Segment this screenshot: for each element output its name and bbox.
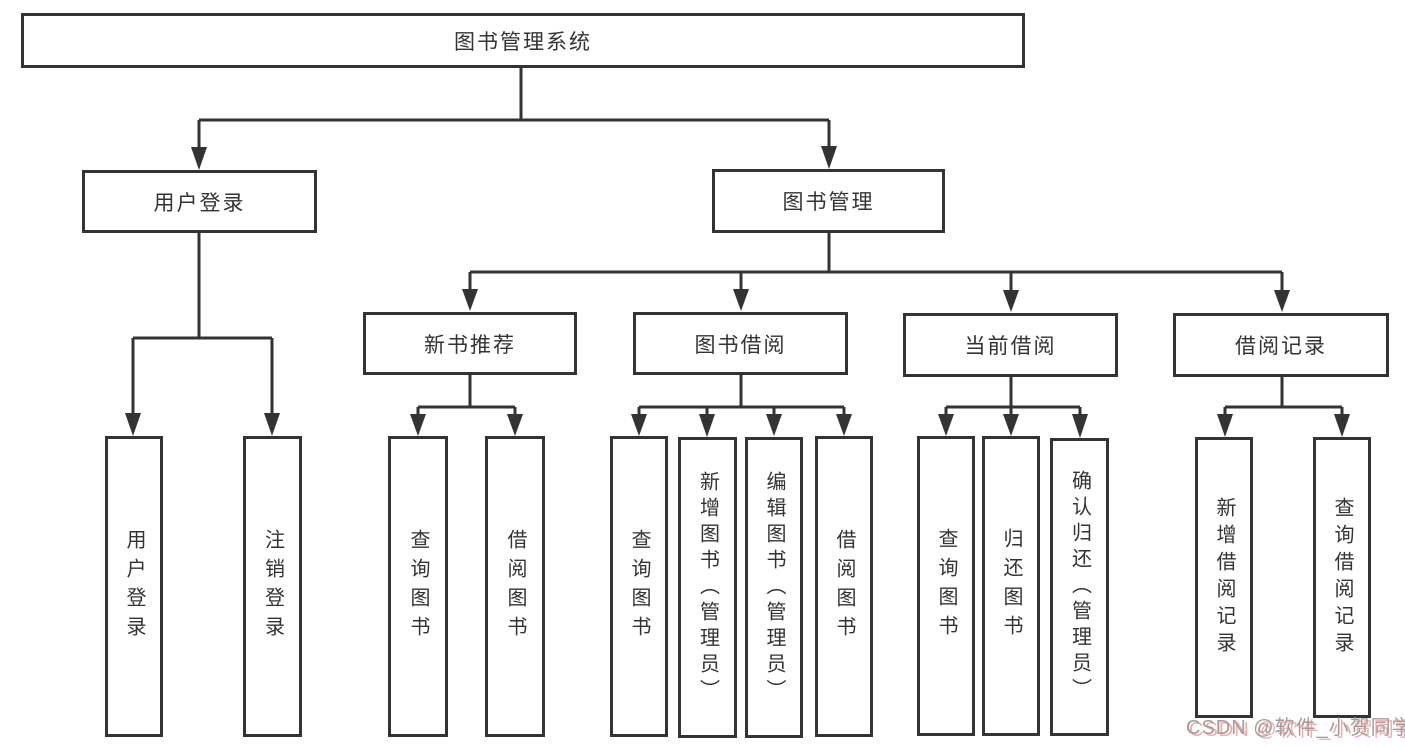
leaf-borrow-query-books: 查询图书 bbox=[610, 436, 668, 737]
wire-login bbox=[131, 233, 274, 414]
arrowhead bbox=[1334, 414, 1350, 437]
leaf-current-confirm-return-admin-label: 确认归还（管理员） bbox=[1068, 470, 1091, 704]
csdn-watermark: CSDN @软件_小贺同学 bbox=[1186, 717, 1405, 739]
arrowhead bbox=[1072, 414, 1088, 438]
node-book-borrow: 图书借阅 bbox=[633, 312, 848, 375]
leaf-current-query-books-label: 查询图书 bbox=[935, 528, 957, 644]
arrowhead bbox=[191, 147, 207, 170]
arrowhead bbox=[1274, 290, 1290, 312]
node-root: 图书管理系统 bbox=[21, 13, 1025, 68]
node-borrow-records-label: 借阅记录 bbox=[1235, 335, 1327, 358]
leaf-add-borrow-record: 新增借阅记录 bbox=[1195, 437, 1253, 718]
arrowhead bbox=[507, 414, 523, 436]
leaf-recommend-query-books: 查询图书 bbox=[388, 436, 448, 737]
leaf-current-confirm-return-admin: 确认归还（管理员） bbox=[1050, 438, 1109, 736]
leaf-current-return-books-label: 归还图书 bbox=[1000, 528, 1022, 644]
arrowhead bbox=[938, 414, 954, 436]
wire-current bbox=[944, 377, 1082, 415]
leaf-recommend-borrow-books: 借阅图书 bbox=[485, 436, 545, 737]
node-book-borrow-label: 图书借阅 bbox=[694, 333, 787, 357]
arrowhead bbox=[1003, 290, 1019, 312]
node-user-login: 用户登录 bbox=[82, 170, 317, 233]
leaf-user-login-label: 用户登录 bbox=[123, 528, 145, 645]
leaf-borrow-query-books-label: 查询图书 bbox=[628, 528, 650, 645]
node-new-book-recommend: 新书推荐 bbox=[363, 312, 577, 375]
arrowhead bbox=[821, 146, 837, 169]
leaf-recommend-borrow-books-label: 借阅图书 bbox=[504, 528, 526, 645]
leaf-logout-label: 注销登录 bbox=[261, 528, 284, 645]
node-borrow-records: 借阅记录 bbox=[1173, 313, 1389, 377]
arrowhead bbox=[733, 289, 749, 311]
wire-root bbox=[197, 65, 831, 149]
leaf-borrow-add-books-admin-label: 新增图书（管理员） bbox=[696, 470, 719, 705]
arrowhead bbox=[410, 414, 426, 436]
node-current-borrow-label: 当前借阅 bbox=[964, 335, 1057, 358]
arrowhead bbox=[699, 414, 715, 437]
node-user-login-label: 用户登录 bbox=[153, 191, 246, 215]
leaf-borrow-borrow-books: 借阅图书 bbox=[815, 436, 873, 737]
wire-borrow bbox=[637, 374, 846, 415]
arrowhead bbox=[462, 289, 478, 311]
leaf-query-borrow-record: 查询借阅记录 bbox=[1313, 437, 1371, 718]
leaf-recommend-query-books-label: 查询图书 bbox=[407, 528, 429, 645]
arrowheads bbox=[125, 146, 1350, 438]
leaf-current-query-books: 查询图书 bbox=[917, 436, 975, 736]
arrowhead bbox=[836, 414, 852, 436]
leaf-borrow-edit-books-admin: 编辑图书（管理员） bbox=[745, 437, 803, 738]
node-book-management-label: 图书管理 bbox=[782, 191, 875, 214]
arrowhead bbox=[766, 414, 782, 436]
wire-mgmt bbox=[468, 232, 1284, 290]
arrowhead bbox=[1003, 414, 1019, 436]
node-new-book-recommend-label: 新书推荐 bbox=[424, 333, 516, 357]
leaf-user-login: 用户登录 bbox=[105, 436, 163, 737]
leaf-current-return-books: 归还图书 bbox=[982, 436, 1040, 736]
arrowhead bbox=[631, 414, 647, 436]
node-current-borrow: 当前借阅 bbox=[903, 313, 1118, 377]
leaf-borrow-add-books-admin: 新增图书（管理员） bbox=[678, 437, 737, 738]
arrowhead bbox=[1217, 414, 1233, 437]
leaf-borrow-borrow-books-label: 借阅图书 bbox=[833, 528, 855, 645]
node-root-label: 图书管理系统 bbox=[454, 30, 592, 54]
wire-recommend bbox=[416, 374, 517, 415]
wire-records bbox=[1223, 377, 1344, 415]
leaf-borrow-edit-books-admin-label: 编辑图书（管理员） bbox=[763, 470, 785, 705]
leaf-logout: 注销登录 bbox=[243, 436, 302, 737]
leaf-add-borrow-record-label: 新增借阅记录 bbox=[1213, 496, 1235, 659]
arrowhead bbox=[264, 413, 280, 436]
node-book-management: 图书管理 bbox=[712, 169, 945, 233]
leaf-query-borrow-record-label: 查询借阅记录 bbox=[1331, 496, 1353, 659]
arrowhead bbox=[125, 413, 141, 436]
